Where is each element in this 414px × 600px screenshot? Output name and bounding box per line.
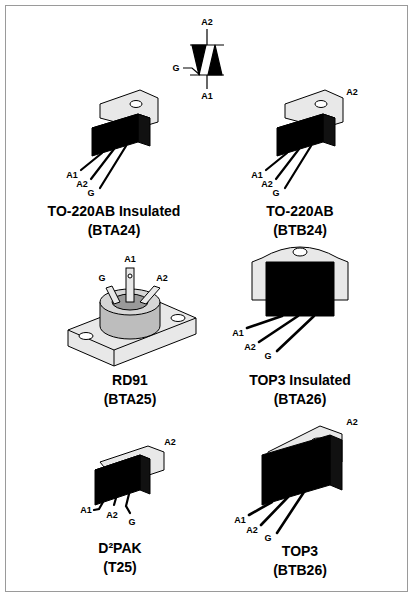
to220-package	[266, 90, 343, 188]
rd91-package	[68, 268, 196, 366]
package-caption: (T25)	[103, 560, 136, 574]
package-caption: (BTA26)	[274, 392, 327, 406]
top3-insulated-package	[247, 247, 348, 351]
package-caption: (BTA24)	[88, 223, 141, 237]
package-caption: D²PAK	[98, 541, 141, 555]
package-caption: TO-220AB	[266, 204, 333, 218]
pin-label: A1	[124, 255, 136, 264]
pin-label: G	[128, 518, 135, 527]
triac-symbol	[183, 29, 224, 89]
pin-label: A2	[201, 18, 213, 27]
pin-label: A1	[66, 171, 78, 180]
pin-label: A1	[232, 329, 244, 338]
pin-label: A2	[156, 274, 168, 283]
package-caption: (BTB26)	[273, 563, 327, 577]
pin-label: A2	[346, 88, 358, 97]
pin-label: A2	[346, 418, 358, 427]
pin-label: G	[272, 189, 279, 198]
package-caption: RD91	[112, 373, 148, 387]
pin-label: G	[98, 274, 105, 283]
pin-label: A1	[234, 516, 246, 525]
frame	[6, 6, 408, 592]
package-caption: TOP3 Insulated	[249, 373, 351, 387]
pin-label: A2	[261, 180, 273, 189]
package-caption: (BTB24)	[273, 223, 327, 237]
pin-label: A1	[251, 171, 263, 180]
pin-label: A2	[76, 180, 88, 189]
pin-label: A2	[244, 343, 256, 352]
pin-label: G	[87, 189, 94, 198]
d2pak-package	[94, 446, 164, 513]
top3-package	[249, 426, 342, 533]
pin-label: A2	[106, 511, 118, 520]
pin-label: A2	[246, 526, 258, 535]
package-caption: (BTA25)	[104, 392, 157, 406]
pin-label: G	[264, 534, 271, 543]
to220-insulated-package	[81, 90, 158, 188]
pin-label: A1	[201, 92, 213, 101]
package-caption: TO-220AB Insulated	[48, 204, 181, 218]
pin-label: G	[264, 352, 271, 361]
pin-label: A2	[164, 438, 176, 447]
pin-label: G	[172, 64, 179, 73]
pin-label: A1	[80, 506, 92, 515]
package-caption: TOP3	[282, 544, 318, 558]
